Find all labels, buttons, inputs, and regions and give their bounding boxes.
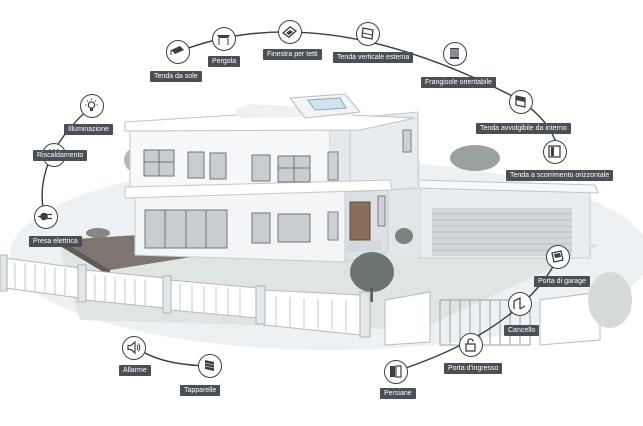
vertical-blind-icon[interactable] bbox=[356, 22, 380, 46]
power-plug-icon[interactable] bbox=[34, 205, 58, 229]
label-porta-d-ingresso: Porta d'ingresso bbox=[444, 363, 503, 374]
label-persiane: Persiane bbox=[380, 388, 416, 399]
label-tenda-a-scorrimento-orizzontale: Tenda a scorrimento orizzontale bbox=[506, 170, 614, 181]
label-presa-elettrica: Presa elettrica bbox=[29, 236, 82, 247]
label-riscaldamento: Riscaldamento bbox=[33, 150, 88, 161]
label-frangisole-orientabile: Frangisole orientabile bbox=[421, 77, 496, 88]
roller-blind-icon[interactable] bbox=[509, 90, 533, 114]
label-finestra-per-tetti: Finestra per tetti bbox=[263, 49, 322, 60]
roof-window-icon[interactable] bbox=[278, 20, 302, 44]
pergola-icon[interactable] bbox=[212, 27, 236, 51]
label-illuminazione: Illuminazione bbox=[64, 124, 113, 135]
awning-icon[interactable] bbox=[166, 40, 190, 64]
sliding-curtain-icon[interactable] bbox=[543, 140, 567, 164]
label-tenda-da-sole: Tenda da sole bbox=[150, 71, 202, 82]
label-tenda-avvolgibile-da-interno: Tenda avvolgibile da interno bbox=[476, 123, 571, 134]
garage-door-icon[interactable] bbox=[546, 245, 570, 269]
label-tapparelle: Tapparelle bbox=[180, 385, 221, 396]
gate-icon[interactable] bbox=[508, 292, 532, 316]
label-allarme: Allarme bbox=[119, 365, 151, 376]
light-bulb-icon[interactable] bbox=[80, 94, 104, 118]
siren-icon[interactable] bbox=[122, 336, 146, 360]
rolling-shutter-icon[interactable] bbox=[198, 354, 222, 378]
label-tenda-verticale-esterna: Tenda verticale esterna bbox=[333, 52, 414, 63]
shutters-icon[interactable] bbox=[384, 360, 408, 384]
label-porta-di-garage: Porta di garage bbox=[534, 276, 590, 287]
label-pergola: Pergola bbox=[208, 56, 241, 67]
louvre-icon[interactable] bbox=[443, 42, 467, 66]
padlock-icon[interactable] bbox=[459, 333, 483, 357]
label-cancello: Cancello bbox=[504, 325, 540, 336]
